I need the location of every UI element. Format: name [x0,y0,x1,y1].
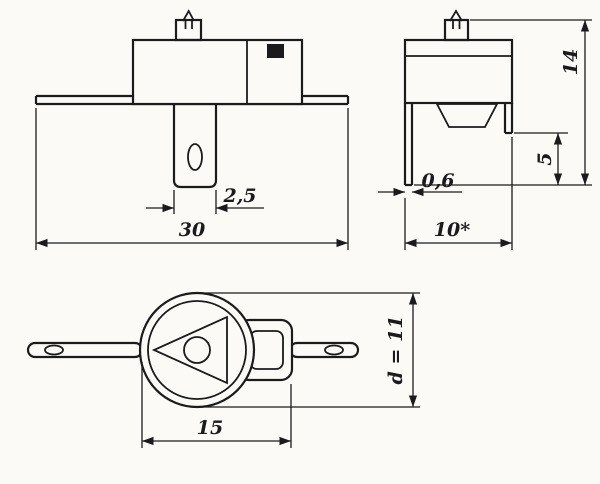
dimension-side-body-width: 10* [404,137,513,250]
dim-label-side-overall-height: 14 [560,49,582,75]
dim-label-side-tab-thickness: 0,6 [421,170,454,192]
dimension-side-leg-height: 5 [514,132,568,185]
dimension-bottom-diameter: d = 11 [199,292,420,408]
bottom-body-inner [147,300,247,400]
dim-label-bottom-diameter: d = 11 [385,316,407,385]
bottom-view: 15 d = 11 [26,291,420,448]
dim-label-side-leg-height: 5 [534,152,556,165]
side-left-leg [403,103,414,187]
dim-label-bottom-lead-span: 15 [197,417,223,439]
dimension-front-tab-width: 2,5 [146,185,264,214]
side-right-leg [503,103,514,135]
bottom-crystal-holder-triangle [151,315,228,385]
front-lead-right [302,94,350,104]
side-orientation-mark-icon [449,9,463,22]
bottom-lead-left [26,341,144,359]
bottom-lead-left-hole [44,344,64,356]
dimension-bottom-lead-span: 15 [141,362,292,448]
dimension-side-tab-thickness: 0,6 [378,170,462,197]
side-body-outline [403,38,514,105]
front-mounting-tab [172,104,218,189]
side-hatched-section [435,103,499,128]
front-view: 2,5 30 [34,9,350,250]
dimension-front-overall-width: 30 [35,108,349,250]
side-top-tab [443,9,470,42]
dim-label-front-overall-width: 30 [179,219,205,241]
bottom-center-pin [183,336,211,364]
front-contact-dot [267,44,284,58]
bottom-body-outer [138,291,256,409]
dim-label-front-tab-width: 2,5 [222,185,256,207]
dimension-side-overall-height: 14 [414,19,592,186]
front-mounting-hole [187,143,203,171]
front-top-tab [174,9,203,42]
front-orientation-mark-icon [182,9,195,22]
bottom-lead-right-hole [324,344,344,356]
bottom-lead-right [288,341,360,359]
side-view: 14 5 0,6 10* [378,9,592,250]
front-lead-left [34,94,133,104]
dim-label-side-body-width: 10* [434,219,470,241]
